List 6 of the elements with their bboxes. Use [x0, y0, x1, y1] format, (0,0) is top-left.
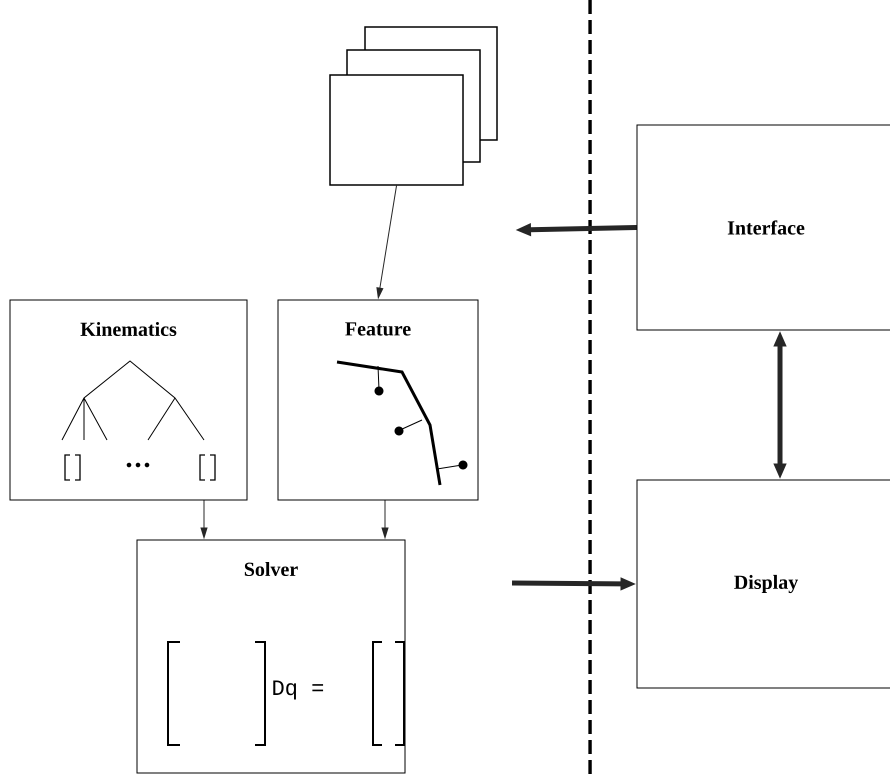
kinematics-box: Kinematics: [10, 300, 248, 500]
display-box: Display: [636, 480, 890, 688]
equation-text: Dq =: [273, 680, 324, 700]
image-stack: [329, 26, 498, 186]
feature-box: Feature: [278, 300, 478, 500]
interface-box: Interface: [636, 124, 890, 330]
